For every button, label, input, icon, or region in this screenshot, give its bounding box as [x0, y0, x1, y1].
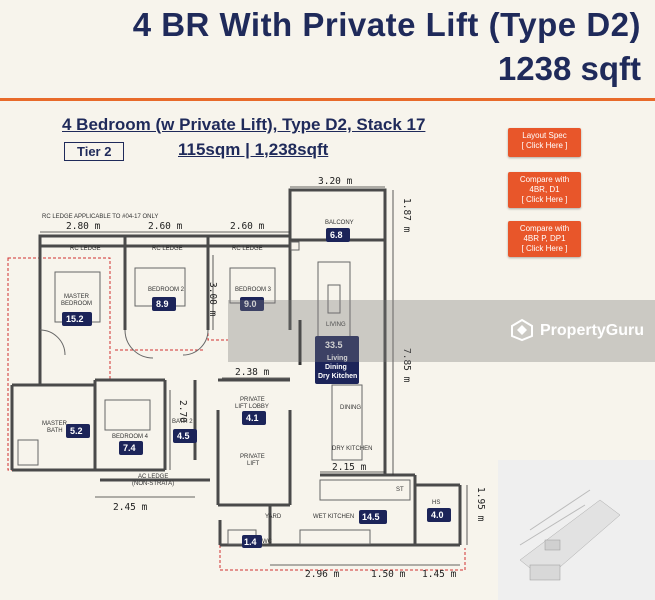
living-area-l2: Dining — [325, 364, 347, 371]
dim-2-96: 2.96 m — [305, 569, 340, 580]
hs-label: HS — [432, 500, 440, 506]
title-divider — [0, 98, 655, 101]
private-lift-label-1: PRIVATE — [240, 454, 265, 460]
compare-dp1-click: [ Click Here ] — [521, 244, 568, 253]
bedroom2-area: 8.9 — [156, 299, 169, 309]
rc-ledge-1: RC LEDGE — [70, 246, 101, 252]
watermark-text: PropertyGuru — [540, 322, 645, 339]
wet-kitchen-area: 14.5 — [362, 512, 380, 522]
dim-1-45: 1.45 m — [422, 569, 457, 580]
lift-lobby-label-2: LIFT LOBBY — [235, 404, 269, 410]
ac-ledge-label-1: AC LEDGE — [138, 474, 168, 480]
master-bedroom-label-1: MASTER — [64, 294, 90, 300]
compare-d1-click: [ Click Here ] — [521, 195, 568, 204]
walls — [10, 188, 462, 547]
dim-3-20: 3.20 m — [318, 176, 353, 187]
dim-3-00: 3.00 m — [207, 282, 218, 317]
living-area-l3: Dry Kitchen — [318, 373, 357, 380]
living-label: LIVING — [326, 322, 346, 328]
dim-2-80: 2.80 m — [66, 221, 101, 232]
master-bath-label-1: MASTER — [42, 421, 68, 427]
master-bath-label-2: BATH — [47, 428, 63, 434]
bath2-area: 4.5 — [177, 431, 190, 441]
compare-d1-line1: Compare with — [519, 175, 570, 184]
dry-kitchen-label: DRY KITCHEN — [332, 446, 372, 452]
bedroom3-area: 9.0 — [244, 299, 257, 309]
rc-ledge-note: RC LEDGE APPLICABLE TO #04-17 ONLY — [42, 214, 158, 220]
ac-ledge-label-2: (NON-STRATA) — [132, 481, 174, 487]
master-bath-area: 5.2 — [70, 426, 83, 436]
plan-heading: 4 Bedroom (w Private Lift), Type D2, Sta… — [62, 115, 426, 134]
lift-lobby-label-1: PRIVATE — [240, 397, 265, 403]
dim-2-70: 2.70 m — [177, 400, 188, 435]
master-area: 15.2 — [66, 314, 84, 324]
dim-2-60-b: 2.60 m — [230, 221, 265, 232]
dim-2-45: 2.45 m — [113, 502, 148, 513]
dim-1-87: 1.87 m — [401, 198, 412, 233]
page-title: 4 BR With Private Lift (Type D2) — [132, 6, 641, 43]
dimension-lines — [40, 186, 468, 566]
bedroom3-label: BEDROOM 3 — [235, 287, 272, 293]
watermark-band — [228, 300, 655, 362]
rc-ledge-2: RC LEDGE — [152, 246, 183, 252]
wc-label: WC — [262, 539, 273, 545]
dim-2-60-a: 2.60 m — [148, 221, 183, 232]
layout-spec-click: [ Click Here ] — [521, 141, 568, 150]
propertyguru-logo-icon — [511, 318, 533, 342]
dim-1-95: 1.95 m — [475, 487, 486, 522]
private-lift-label-2: LIFT — [247, 461, 260, 467]
dim-2-15: 2.15 m — [332, 462, 367, 473]
wet-kitchen-label: WET KITCHEN — [313, 514, 354, 520]
bedroom4-area: 7.4 — [123, 443, 136, 453]
area-badges: 6.8 15.2 8.9 9.0 33.5 Living Dining Dry … — [62, 228, 451, 548]
compare-dp1-line1: Compare with — [519, 224, 570, 233]
st-label: ST — [396, 487, 404, 493]
dining-label: DINING — [340, 405, 361, 411]
master-bedroom-label-2: BEDROOM — [61, 301, 92, 307]
bedroom4-label: BEDROOM 4 — [112, 434, 149, 440]
bath2-label: BATH 2 — [172, 419, 193, 425]
compare-d1-line2: 4BR, D1 — [529, 185, 560, 194]
yard-label: YARD — [265, 514, 282, 520]
balcony-area: 6.8 — [330, 230, 343, 240]
wc-area: 1.4 — [244, 537, 257, 547]
site-map-thumbnail — [498, 460, 655, 600]
balcony-label: BALCONY — [325, 220, 354, 226]
compare-dp1-line2: 4BR P, DP1 — [523, 234, 566, 243]
bedroom2-label: BEDROOM 2 — [148, 287, 185, 293]
dim-2-38: 2.38 m — [235, 367, 270, 378]
compare-dp1-button[interactable]: Compare with 4BR P, DP1 [ Click Here ] — [508, 221, 581, 257]
page-subtitle-sqft: 1238 sqft — [497, 50, 641, 87]
rc-ledge-3: RC LEDGE — [232, 246, 263, 252]
hs-area: 4.0 — [431, 510, 444, 520]
living-area-l1: Living — [327, 355, 348, 362]
living-area: 33.5 — [325, 340, 343, 350]
lift-lobby-area: 4.1 — [246, 413, 259, 423]
dim-1-50: 1.50 m — [371, 569, 406, 580]
plan-area: 115sqm | 1,238sqft — [178, 140, 329, 159]
compare-d1-button[interactable]: Compare with 4BR, D1 [ Click Here ] — [508, 172, 581, 208]
tier-badge: Tier 2 — [64, 142, 125, 161]
layout-spec-label: Layout Spec — [522, 131, 567, 140]
dim-7-85: 7.85 m — [401, 348, 412, 383]
layout-spec-button[interactable]: Layout Spec [ Click Here ] — [508, 128, 581, 157]
